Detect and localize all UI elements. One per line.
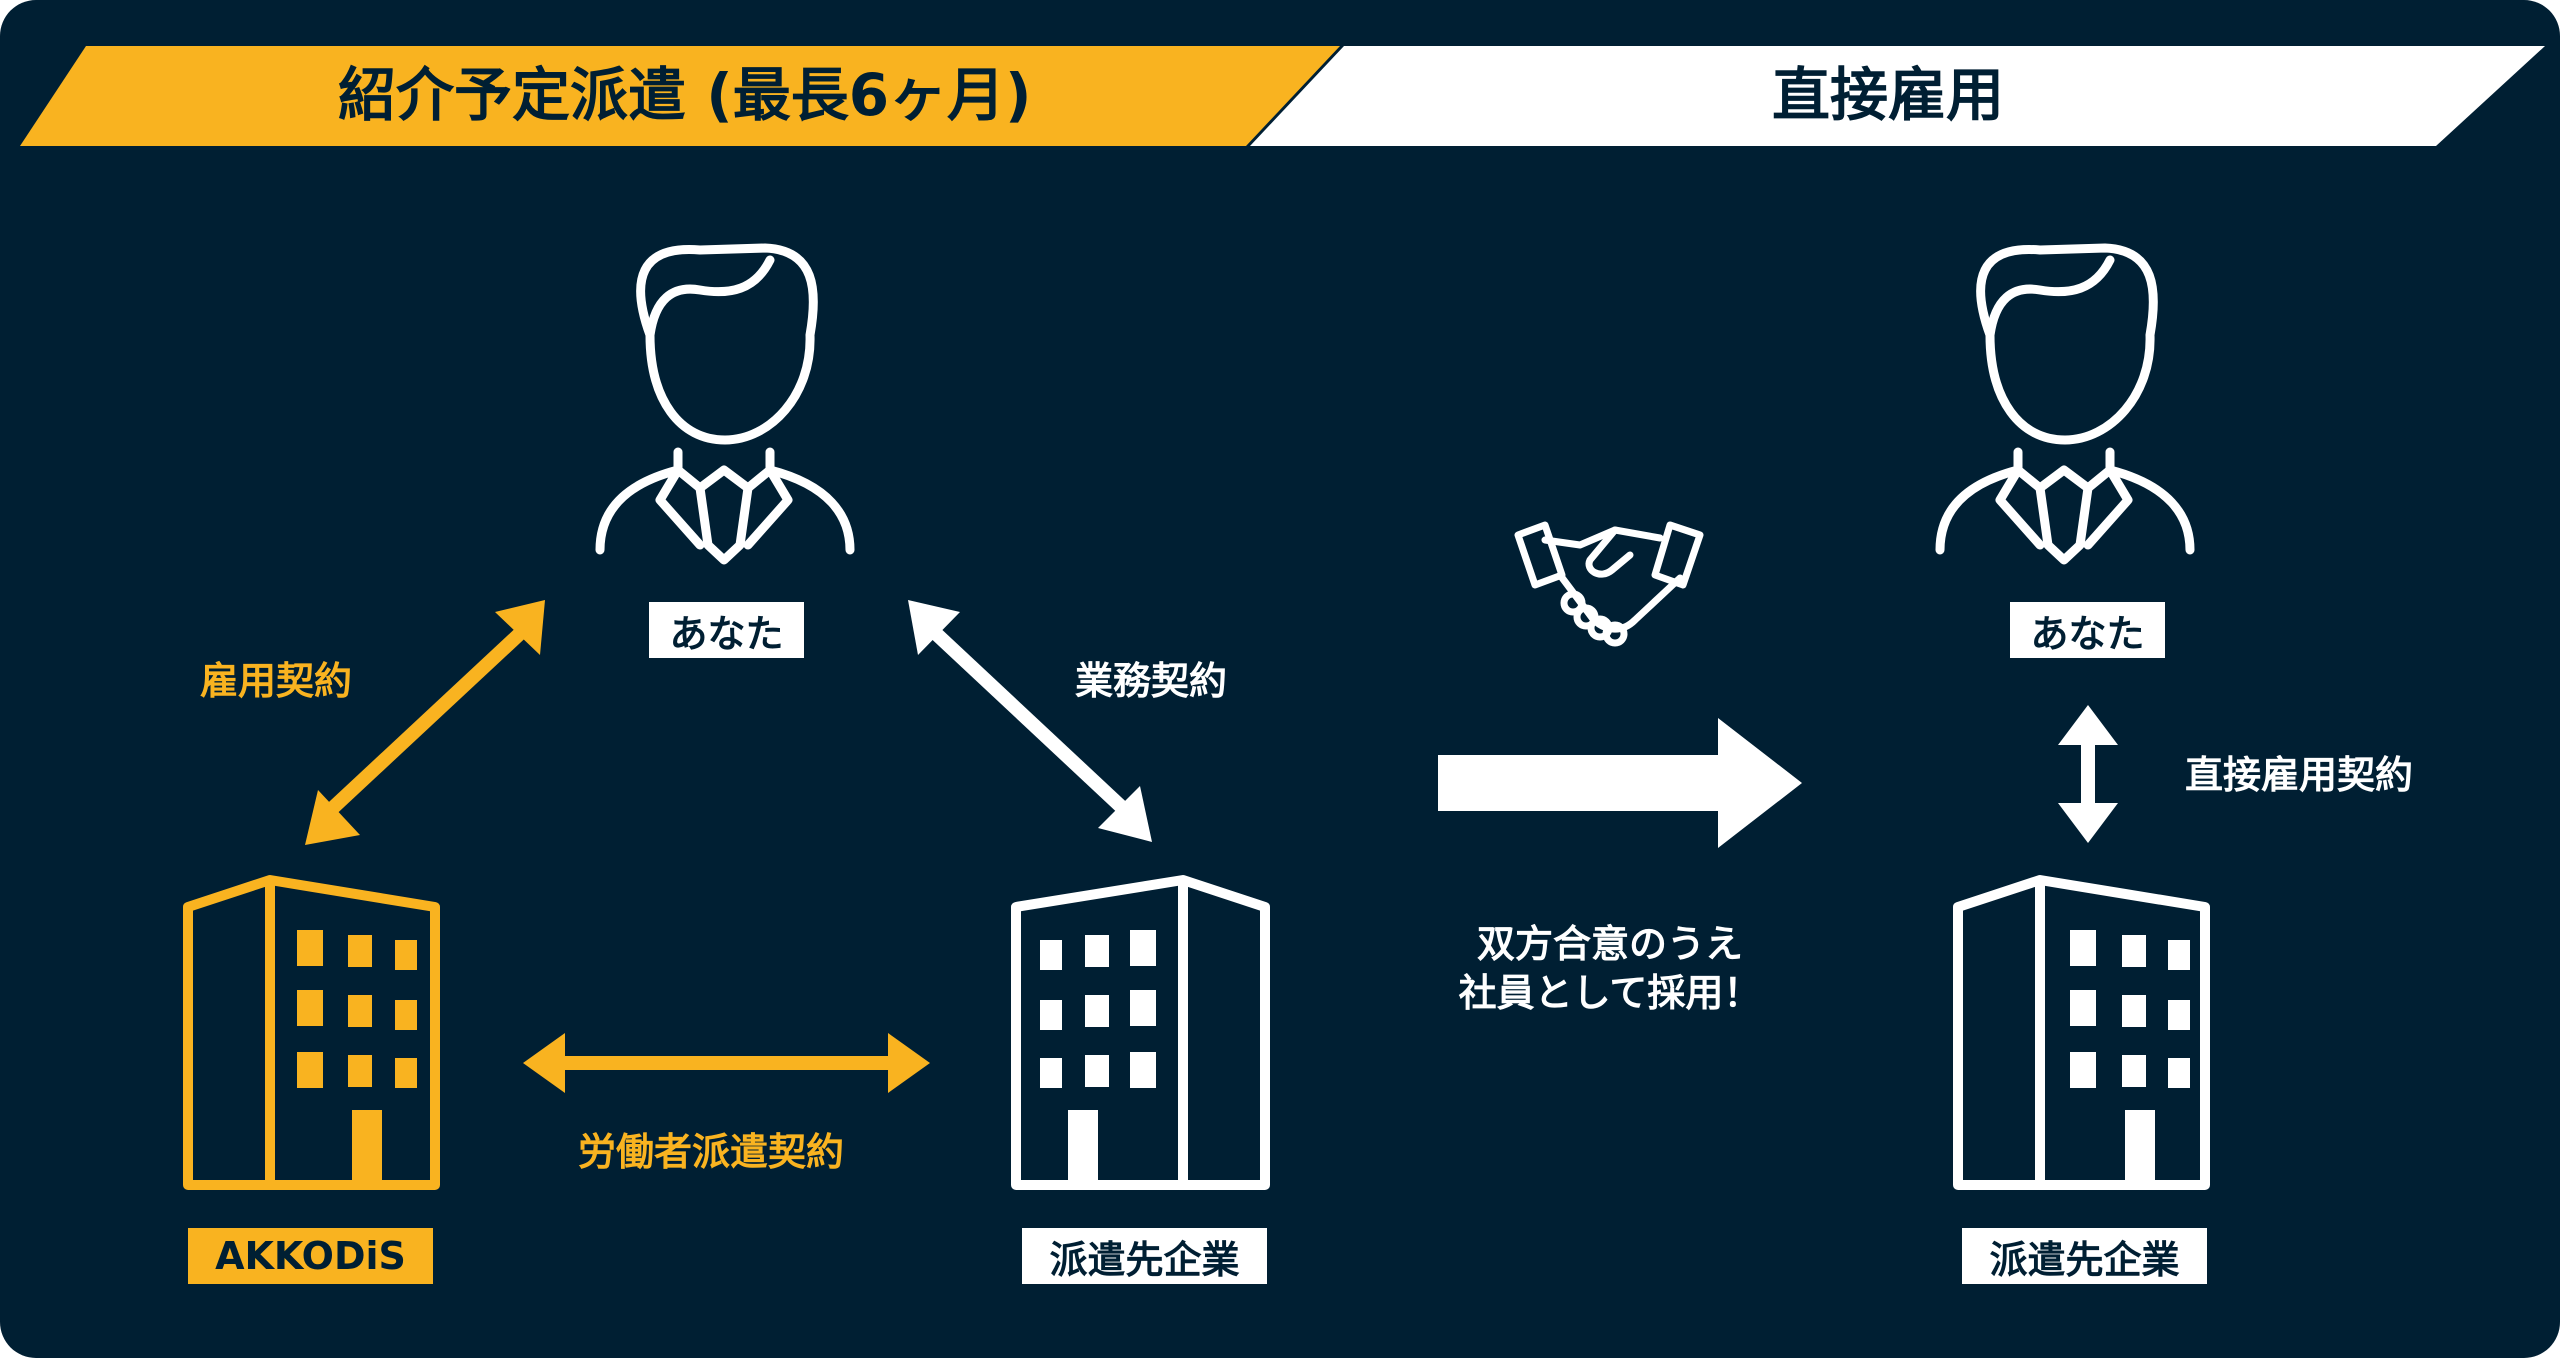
dispatch-contract-arrow [523, 1033, 930, 1093]
direct-contract-arrow [2058, 705, 2118, 843]
agency-label: AKKODiS [188, 1228, 433, 1284]
dispatch-contract-label: 労働者派遣契約 [578, 1130, 845, 1174]
direct-contract-label: 直接雇用契約 [2185, 753, 2414, 797]
work-contract-label: 業務契約 [1075, 659, 1228, 703]
person-icon-right [1935, 243, 2195, 565]
handshake-icon [1514, 521, 1704, 647]
transition-arrow [1438, 718, 1802, 848]
transition-line-2: 社員として採用！ [1458, 971, 1762, 1016]
employment-contract-arrow [305, 600, 545, 845]
client-building-icon-right [1953, 875, 2210, 1190]
transition-note: 双方合意のうえ 社員として採用！ [1430, 920, 1790, 1019]
agency-building-icon [183, 875, 440, 1190]
client-label-right: 派遣先企業 [1962, 1228, 2207, 1284]
header-left-title: 紹介予定派遣 (最長6ヶ月) [338, 61, 1032, 129]
client-label-left: 派遣先企業 [1022, 1228, 1267, 1284]
person-label-left: あなた [649, 602, 804, 658]
employment-contract-label: 雇用契約 [200, 659, 353, 703]
header-banner-left [20, 46, 1340, 146]
header-right-title: 直接雇用 [1772, 61, 2005, 129]
client-building-icon-left [1011, 875, 1270, 1190]
transition-line-1: 双方合意のうえ [1476, 922, 1743, 966]
person-label-right: あなた [2010, 602, 2165, 658]
person-icon-left [595, 243, 855, 565]
header-banner-right [1250, 46, 2545, 146]
work-contract-arrow [908, 600, 1152, 842]
